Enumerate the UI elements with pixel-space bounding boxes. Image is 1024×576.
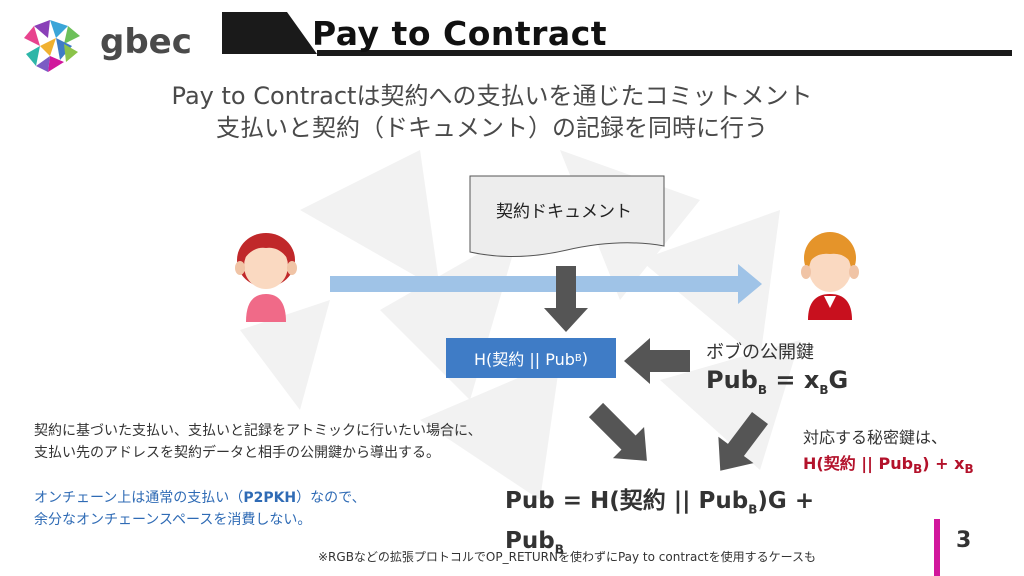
priv-a-sub: B	[913, 462, 923, 477]
result-pubkey-formula: Pub = H(契約 || PubB)G + PubB	[505, 486, 845, 565]
result-a: Pub = H(契約 || Pub	[505, 488, 749, 514]
onchain-note-line-2: 余分なオンチェーンスペースを消費しない。	[34, 512, 312, 528]
hash-diag-arrow	[588, 402, 647, 461]
priv-b-sub: B	[964, 462, 974, 477]
hash-box-suffix: )	[581, 348, 589, 368]
result-a-sub: B	[748, 502, 758, 517]
logo-text: gbec	[100, 22, 192, 62]
pubkey-diag-arrow	[718, 411, 768, 471]
bob-key-b-sub: B	[819, 382, 829, 397]
private-key-formula: H(契約 || PubB) + xB	[803, 450, 974, 476]
priv-b: ) + x	[922, 454, 965, 473]
document-label: 契約ドキュメント	[496, 202, 632, 222]
note-bold: P2PKH	[243, 490, 297, 506]
page-accent-bar	[934, 519, 940, 576]
bob-key-a: Pub	[706, 366, 758, 394]
bob-key-end: G	[828, 366, 849, 394]
private-key-label: 対応する秘密鍵は、	[803, 428, 948, 447]
page-title: Pay to Contract	[312, 14, 608, 53]
payment-arrow	[330, 264, 762, 304]
pubkey-left-arrow	[624, 338, 690, 384]
bob-pubkey-formula: PubB = xBG	[706, 366, 848, 397]
onchain-note: オンチェーン上は通常の支払い（P2PKH）なので、 余分なオンチェーンスペースを…	[34, 487, 366, 531]
description: 契約に基づいた支払い、支払いと記録をアトミックに行いたい場合に、 支払い先のアド…	[34, 420, 482, 464]
onchain-note-line-1: オンチェーン上は通常の支払い（P2PKH）なので、	[34, 487, 366, 509]
subtitle-line-2: 支払いと契約（ドキュメント）の記録を同時に行う	[216, 114, 768, 142]
bob-key-eq: = x	[767, 366, 820, 394]
alice-avatar	[235, 233, 297, 322]
hash-box-sub: B	[574, 352, 582, 364]
priv-a: H(契約 || Pub	[803, 454, 914, 473]
bob-avatar	[801, 232, 859, 320]
document-shape	[469, 175, 665, 257]
page-number: 3	[956, 528, 972, 553]
hash-box-prefix: H(契約 || Pub	[473, 350, 575, 369]
gbec-logo	[24, 20, 80, 72]
doc-down-arrow	[544, 266, 588, 332]
result-b: )G + Pub	[505, 488, 815, 554]
description-line-2: 支払い先のアドレスを契約データと相手の公開鍵から導出する。	[34, 445, 440, 461]
bob-key-a-sub: B	[757, 382, 768, 397]
bob-pubkey-title: ボブの公開鍵	[706, 342, 814, 363]
note-pre: オンチェーン上は通常の支払い（	[34, 490, 244, 506]
subtitle-line-1: Pay to Contractは契約への支払いを通じたコミットメント	[171, 82, 813, 110]
footnote: ※RGBなどの拡張プロトコルでOP_RETURNを使わずにPay to cont…	[318, 550, 817, 564]
note-post: ）なので、	[296, 490, 366, 506]
result-b-sub: B	[554, 542, 564, 557]
description-line-1: 契約に基づいた支払い、支払いと記録をアトミックに行いたい場合に、	[34, 423, 482, 439]
title-banner	[222, 12, 1012, 56]
